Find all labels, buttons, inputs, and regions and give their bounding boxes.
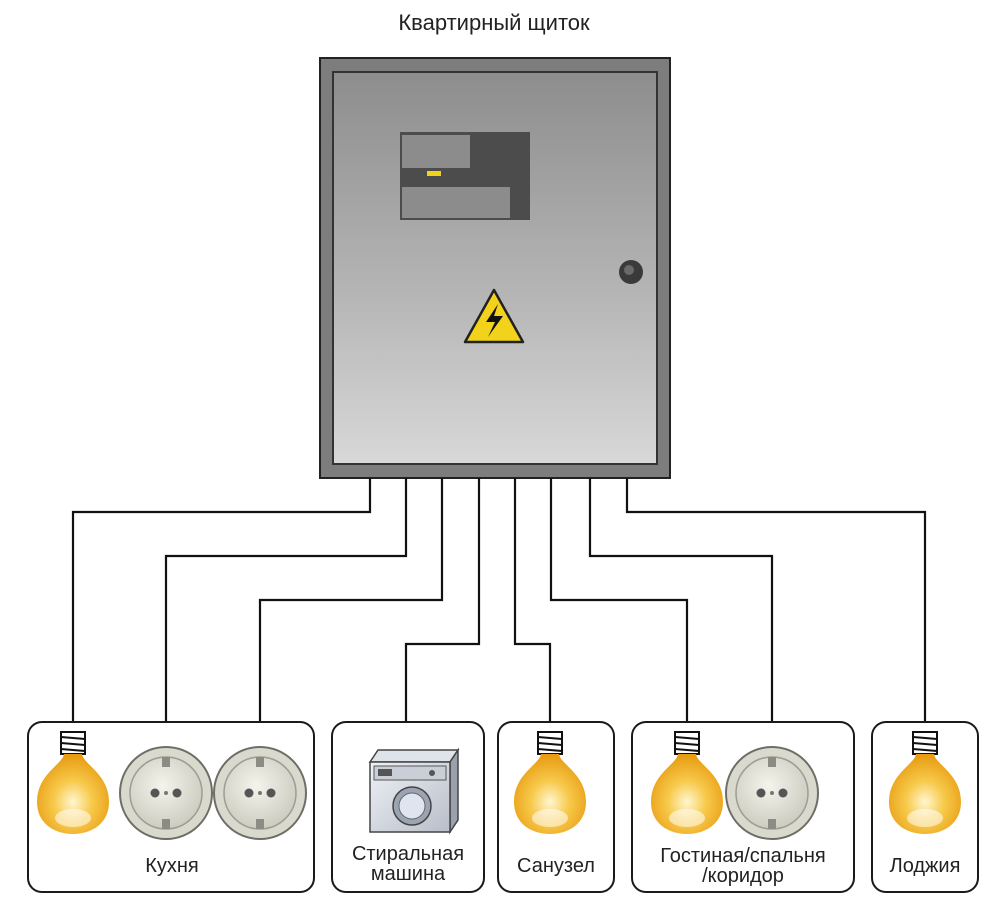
- group-loggia: Лоджия: [871, 721, 979, 893]
- group-label: Кухня: [145, 855, 199, 877]
- group-label: машина: [371, 863, 446, 885]
- group-label: /коридор: [702, 865, 784, 887]
- group-washer: Стиральная машина: [331, 721, 485, 893]
- socket-icon: [119, 746, 213, 840]
- distribution-panel: [319, 57, 671, 479]
- group-bathroom: Санузел: [497, 721, 615, 893]
- socket-icon: [213, 746, 307, 840]
- group-living: Гостиная/спальня /коридор: [631, 721, 855, 893]
- group-label: Гостиная/спальня: [660, 845, 825, 867]
- lock-knob-icon: [619, 260, 643, 284]
- diagram-title: Квартирный щиток: [398, 10, 590, 35]
- high-voltage-warning-icon: [463, 288, 525, 344]
- group-label: Стиральная: [352, 843, 464, 865]
- meter-window-icon: [400, 132, 530, 220]
- socket-icon: [725, 746, 819, 840]
- wiring: [71, 478, 927, 750]
- group-kitchen: Кухня: [27, 721, 315, 893]
- group-label: Лоджия: [890, 855, 961, 877]
- group-label: Санузел: [517, 855, 595, 877]
- washing-machine-icon: [368, 747, 460, 835]
